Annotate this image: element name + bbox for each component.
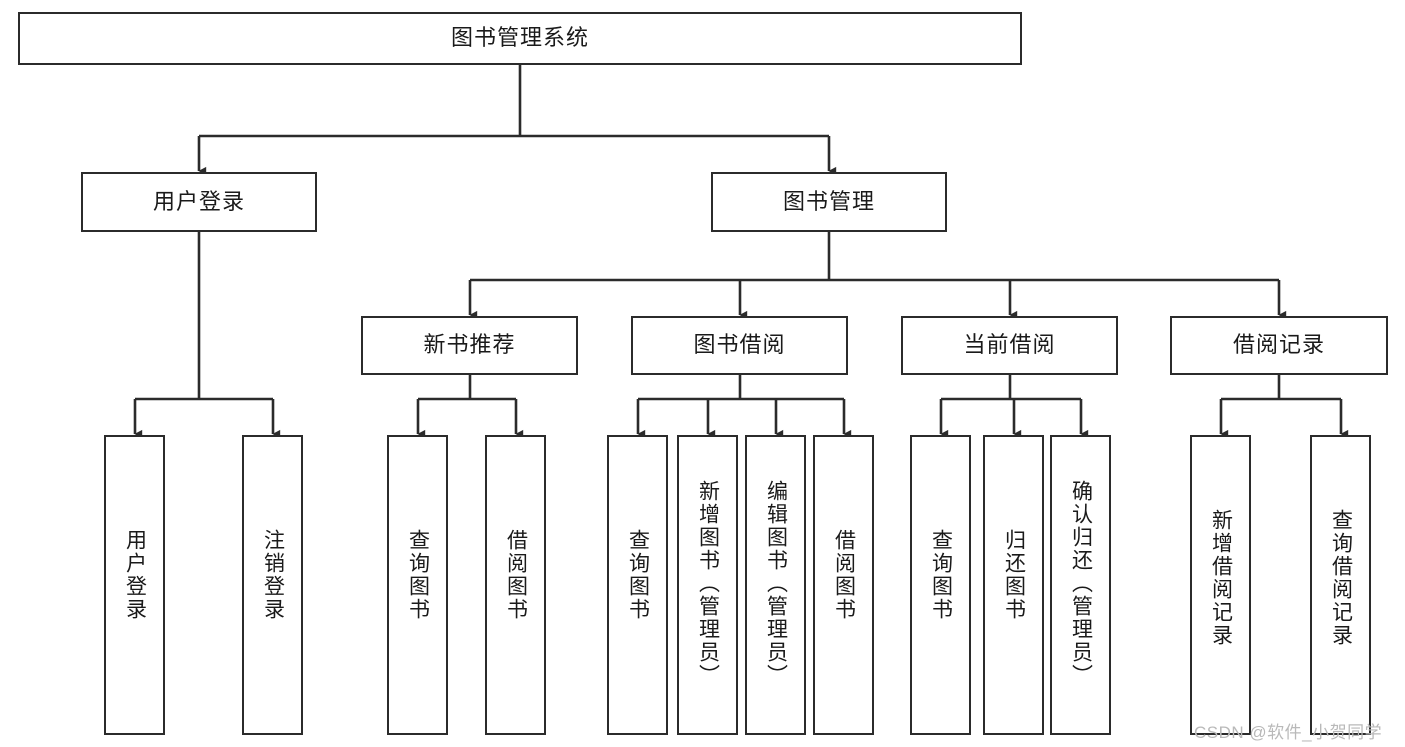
- node-label: 确认归还（管理员）: [1069, 480, 1093, 687]
- node-label: 新增借阅记录: [1209, 509, 1233, 647]
- node-leaf-new-query[interactable]: 查询图书: [387, 435, 448, 735]
- csdn-watermark: CSDN @软件_小贺同学: [1194, 723, 1383, 742]
- node-l3-borrow[interactable]: 图书借阅: [631, 316, 848, 375]
- node-root[interactable]: 图书管理系统: [18, 12, 1022, 65]
- node-leaf-cur-query[interactable]: 查询图书: [910, 435, 971, 735]
- node-l3-current[interactable]: 当前借阅: [901, 316, 1118, 375]
- node-leaf-br-query[interactable]: 查询图书: [607, 435, 668, 735]
- node-leaf-br-add[interactable]: 新增图书（管理员）: [677, 435, 738, 735]
- edge-group: [133, 65, 1349, 439]
- node-label: 图书管理系统: [450, 25, 589, 51]
- node-leaf-user-login[interactable]: 用户登录: [104, 435, 165, 735]
- node-l2-user[interactable]: 用户登录: [81, 172, 317, 232]
- node-leaf-br-edit[interactable]: 编辑图书（管理员）: [745, 435, 806, 735]
- node-label: 注销登录: [261, 529, 285, 621]
- node-label: 查询图书: [929, 529, 953, 621]
- node-leaf-user-logout[interactable]: 注销登录: [242, 435, 303, 735]
- node-label: 图书管理: [782, 188, 875, 214]
- node-label: 借阅图书: [504, 529, 528, 621]
- node-label: 归还图书: [1002, 529, 1026, 621]
- node-label: 编辑图书（管理员）: [764, 480, 788, 687]
- node-leaf-rec-query[interactable]: 查询借阅记录: [1310, 435, 1371, 735]
- node-label: 图书借阅: [693, 332, 786, 358]
- node-label: 当前借阅: [963, 332, 1056, 358]
- node-leaf-cur-confirm[interactable]: 确认归还（管理员）: [1050, 435, 1111, 735]
- node-leaf-br-borrow[interactable]: 借阅图书: [813, 435, 874, 735]
- node-label: 用户登录: [123, 529, 147, 621]
- node-label: 查询图书: [406, 529, 430, 621]
- node-l3-new[interactable]: 新书推荐: [361, 316, 578, 375]
- node-leaf-cur-return[interactable]: 归还图书: [983, 435, 1044, 735]
- node-label: 查询图书: [626, 529, 650, 621]
- node-label: 用户登录: [152, 188, 245, 214]
- node-label: 新增图书（管理员）: [696, 480, 720, 687]
- node-l2-book[interactable]: 图书管理: [711, 172, 947, 232]
- node-label: 借阅图书: [832, 529, 856, 621]
- node-label: 新书推荐: [423, 332, 516, 358]
- node-leaf-new-borrow[interactable]: 借阅图书: [485, 435, 546, 735]
- node-label: 借阅记录: [1232, 332, 1325, 358]
- node-leaf-rec-add[interactable]: 新增借阅记录: [1190, 435, 1251, 735]
- node-l3-record[interactable]: 借阅记录: [1170, 316, 1388, 375]
- node-label: 查询借阅记录: [1329, 509, 1353, 647]
